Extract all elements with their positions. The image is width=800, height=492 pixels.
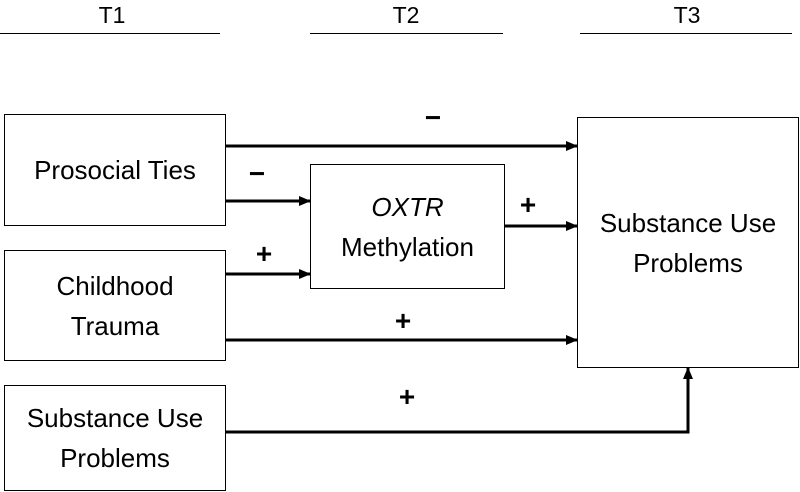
box-label: Problems <box>633 247 743 278</box>
box-childhood-trauma: Childhood Trauma <box>4 250 226 361</box>
box-label: Trauma <box>70 310 160 341</box>
box-label: Substance Use <box>26 403 204 433</box>
box-label: Prosocial Ties <box>34 155 196 185</box>
header-rule-t2 <box>310 33 503 34</box>
sign-trauma-to-outcome: + <box>394 305 412 336</box>
sign-prosocial-to-outcome: − <box>424 102 442 133</box>
header-rule-t3 <box>580 33 792 34</box>
box-label: Methylation <box>341 231 474 262</box>
header-t1: T1 <box>98 2 126 28</box>
sign-baseline-to-outcome: + <box>398 381 416 412</box>
sign-prosocial-to-oxtr: − <box>248 158 266 189</box>
box-prosocial-ties: Prosocial Ties <box>4 114 226 226</box>
box-label: Substance Use <box>599 207 777 238</box>
box-label: Problems <box>60 443 170 473</box>
sign-oxtr-to-outcome: + <box>519 189 537 220</box>
header-t2: T2 <box>392 2 420 28</box>
box-oxtr-methylation: OXTR Methylation <box>310 164 505 289</box>
box-label: Childhood <box>56 270 174 301</box>
header-rule-t1 <box>0 33 220 34</box>
box-label-gene: OXTR <box>371 191 444 222</box>
box-substance-use-t3: Substance Use Problems <box>577 117 799 368</box>
sign-trauma-to-oxtr: + <box>255 238 273 269</box>
box-substance-use-t1: Substance Use Problems <box>4 385 226 491</box>
header-t3: T3 <box>673 2 701 28</box>
arrow-baseline-to-outcome <box>226 367 693 434</box>
